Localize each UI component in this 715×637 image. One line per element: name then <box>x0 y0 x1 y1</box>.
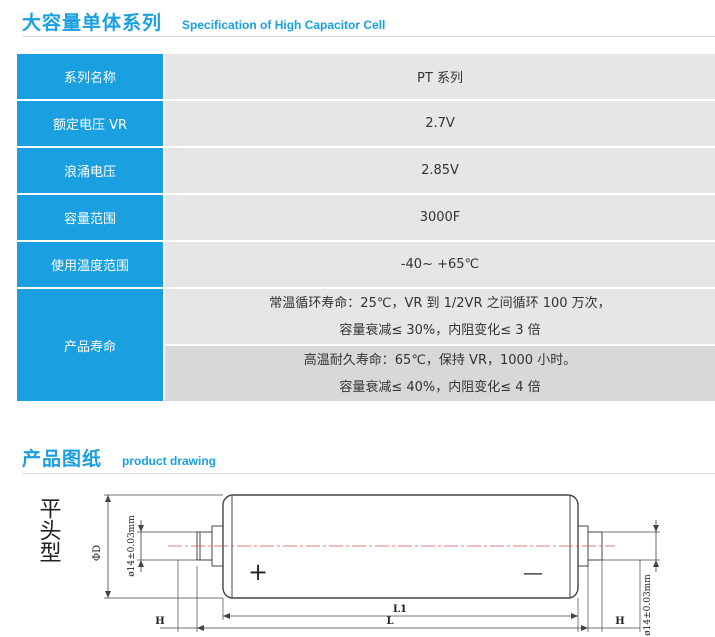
table-row: 浪涌电压 2.85V <box>17 147 715 195</box>
life-line-4: 容量衰减≤ 40%，内阻变化≤ 4 倍 <box>339 379 541 395</box>
row-value: -40~ +65℃ <box>164 241 715 289</box>
capacitor-drawing: + — 平头型 ΦD ø14±0.03mm ø14±0.03mm L1 L H … <box>36 494 660 636</box>
spec-title-rule <box>22 36 715 37</box>
table-row: 额定电压 VR 2.7V <box>17 100 715 148</box>
life-line-3: 高温耐久寿命：65℃，保持 VR，1000 小时。 <box>303 352 577 368</box>
row-label: 容量范围 <box>17 194 165 242</box>
dim-label-diameter: ΦD <box>92 545 103 561</box>
row-value: 2.7V <box>164 100 715 148</box>
table-row: 使用温度范围 -40~ +65℃ <box>17 241 715 289</box>
spec-title-cn: 大容量单体系列 <box>22 12 163 34</box>
table-row: 系列名称 PT 系列 <box>17 54 715 101</box>
plus-mark: + <box>248 558 268 586</box>
drawing-title-rule <box>22 473 715 474</box>
dim-label-right-terminal: ø14±0.03mm <box>643 574 653 636</box>
row-label: 额定电压 VR <box>17 100 165 148</box>
dim-label-H-right: H <box>615 616 624 627</box>
row-value: 3000F <box>164 194 715 242</box>
row-value: 2.85V <box>164 147 715 195</box>
dim-label-H-left: H <box>155 616 164 627</box>
drawing-type-label: 平头型 <box>36 497 61 563</box>
life-line-1: 常温循环寿命：25℃，VR 到 1/2VR 之间循环 100 万次， <box>269 295 611 311</box>
table-row: 容量范围 3000F <box>17 194 715 242</box>
spec-section-title: 大容量单体系列 Specification of High Capacitor … <box>22 8 385 35</box>
table-row: 产品寿命 常温循环寿命：25℃，VR 到 1/2VR 之间循环 100 万次， … <box>17 288 715 403</box>
row-label: 浪涌电压 <box>17 147 165 195</box>
spec-table: 系列名称 PT 系列 额定电压 VR 2.7V 浪涌电压 2.85V 容量范围 … <box>17 54 715 403</box>
dim-label-left-terminal: ø14±0.03mm <box>127 515 137 577</box>
life-normal-temp: 常温循环寿命：25℃，VR 到 1/2VR 之间循环 100 万次， 容量衰减≤… <box>164 288 715 346</box>
row-label: 系列名称 <box>17 54 165 101</box>
drawing-section-title: 产品图纸 product drawing <box>22 444 216 471</box>
minus-mark: — <box>523 560 543 584</box>
life-line-2: 容量衰减≤ 30%，内阻变化≤ 3 倍 <box>339 322 541 338</box>
life-label: 产品寿命 <box>17 288 165 403</box>
drawing-title-en: product drawing <box>122 454 217 468</box>
drawing-title-cn: 产品图纸 <box>22 448 103 470</box>
dim-label-L1: L1 <box>393 604 407 615</box>
dim-label-L: L <box>386 616 393 627</box>
spec-title-en: Specification of High Capacitor Cell <box>182 18 386 32</box>
life-high-temp: 高温耐久寿命：65℃，保持 VR，1000 小时。 容量衰减≤ 40%，内阻变化… <box>164 345 715 403</box>
row-label: 使用温度范围 <box>17 241 165 289</box>
table-row: 高温耐久寿命：65℃，保持 VR，1000 小时。 容量衰减≤ 40%，内阻变化… <box>17 345 715 403</box>
row-value: PT 系列 <box>164 54 715 101</box>
